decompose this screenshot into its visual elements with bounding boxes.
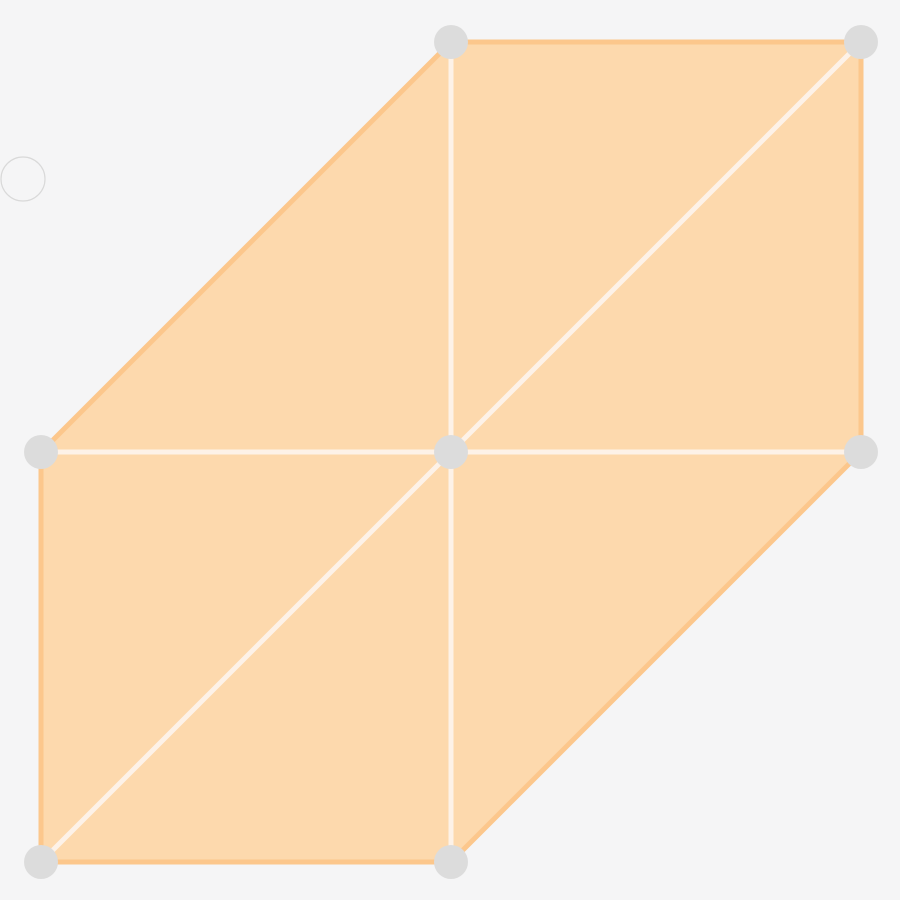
vertex-bottom-left[interactable]	[24, 845, 58, 879]
ghost-handle[interactable]	[0, 156, 46, 202]
vertex-middle-right[interactable]	[844, 435, 878, 469]
vertex-center[interactable]	[434, 435, 468, 469]
edge-bottom-left-to-center[interactable]	[39, 450, 453, 864]
vertex-middle-left[interactable]	[24, 435, 58, 469]
interior-edges	[39, 40, 863, 864]
vertex-top-middle[interactable]	[434, 25, 468, 59]
vertex-top-right[interactable]	[844, 25, 878, 59]
edge-center-to-top-right[interactable]	[449, 40, 863, 454]
vertex-bottom-middle[interactable]	[434, 845, 468, 879]
vertex-handles	[24, 25, 878, 879]
